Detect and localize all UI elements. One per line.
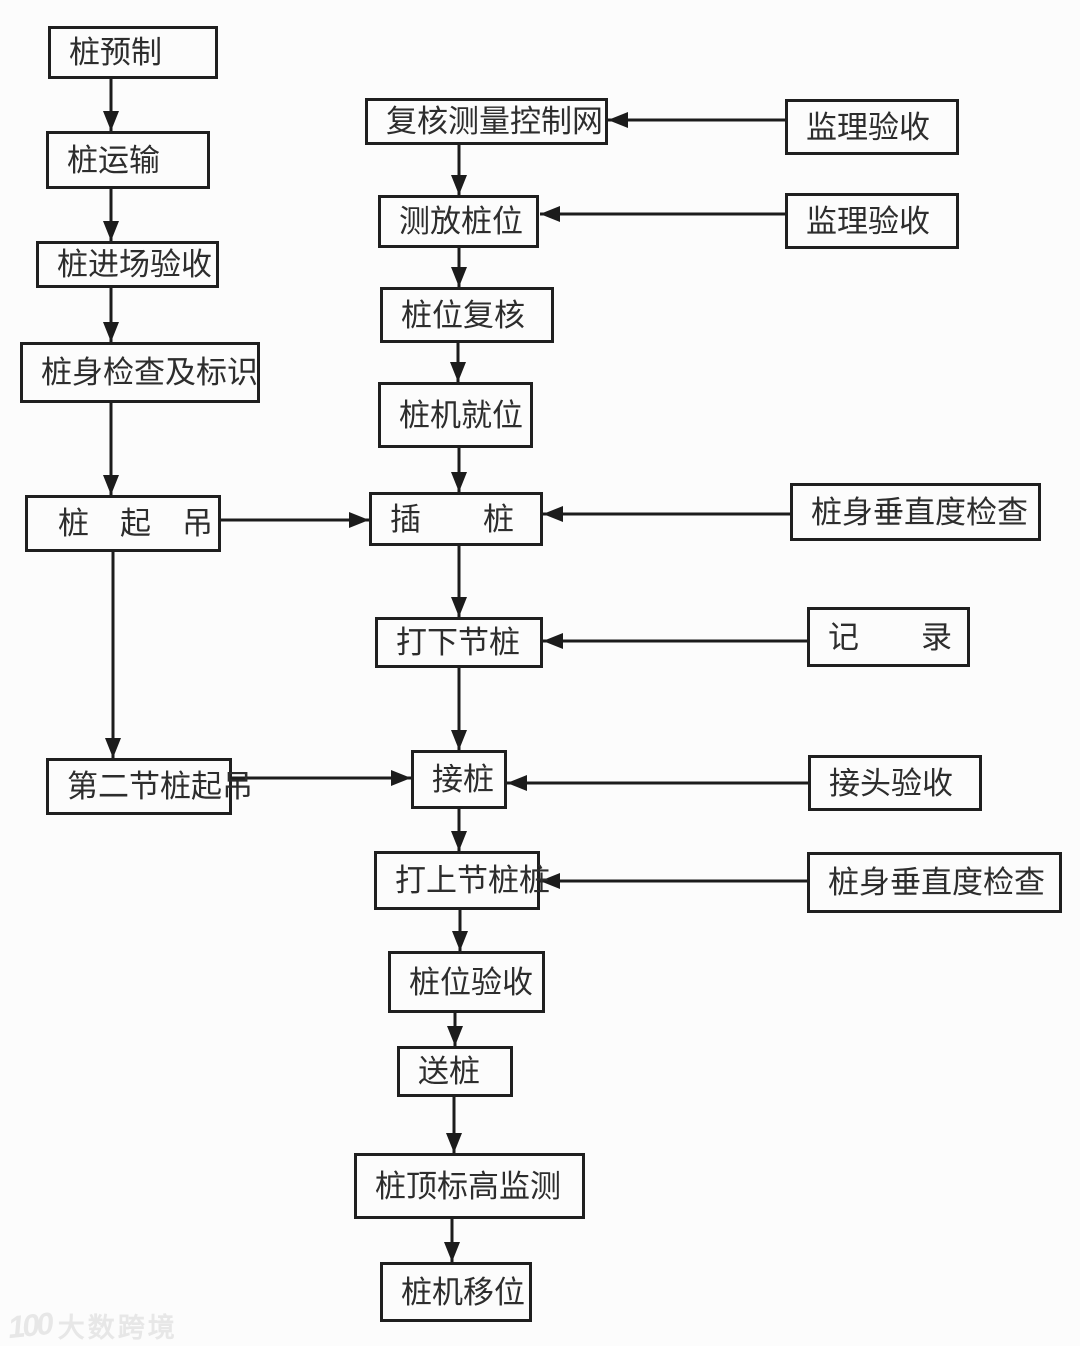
node-second-pile-lifting: 第二节桩起吊 <box>46 758 253 815</box>
node-pile-inspection-marking: 桩身检查及标识 <box>20 342 260 403</box>
node-pile-top-elevation-monitoring: 桩顶标高监测 <box>354 1153 585 1219</box>
node-pile-lifting: 桩 起 吊 <box>25 495 221 552</box>
brand-logo-icon: 100 <box>6 1305 53 1345</box>
node-pile-rig-positioning: 桩机就位 <box>378 382 533 448</box>
node-set-out-pile-position: 测放桩位 <box>378 195 539 248</box>
node-record: 记 录 <box>807 607 970 667</box>
node-supervision-acceptance-2: 监理验收 <box>785 193 959 249</box>
node-joint-acceptance: 接头验收 <box>808 755 982 811</box>
node-drive-lower-pile: 打下节桩 <box>375 617 543 668</box>
node-verticality-check-1: 桩身垂直度检查 <box>790 483 1041 541</box>
node-insert-pile: 插 桩 <box>369 492 543 546</box>
node-splice-pile: 接桩 <box>411 750 507 809</box>
node-pile-position-acceptance: 桩位验收 <box>388 951 545 1013</box>
node-send-pile: 送桩 <box>397 1046 513 1097</box>
node-pile-position-recheck: 桩位复核 <box>380 287 554 343</box>
node-drive-upper-pile: 打上节桩桩 <box>374 851 550 910</box>
node-verticality-check-2: 桩身垂直度检查 <box>807 852 1062 913</box>
brand-watermark: 100 大数跨境 <box>6 1305 178 1345</box>
node-pile-rig-relocation: 桩机移位 <box>380 1262 532 1322</box>
node-supervision-acceptance-1: 监理验收 <box>785 99 959 155</box>
node-pile-transport: 桩运输 <box>46 131 210 189</box>
node-pile-site-acceptance: 桩进场验收 <box>36 241 219 288</box>
node-recheck-survey-network: 复核测量控制网 <box>365 98 608 145</box>
brand-name: 大数跨境 <box>57 1313 178 1343</box>
node-pile-precast: 桩预制 <box>48 26 218 79</box>
